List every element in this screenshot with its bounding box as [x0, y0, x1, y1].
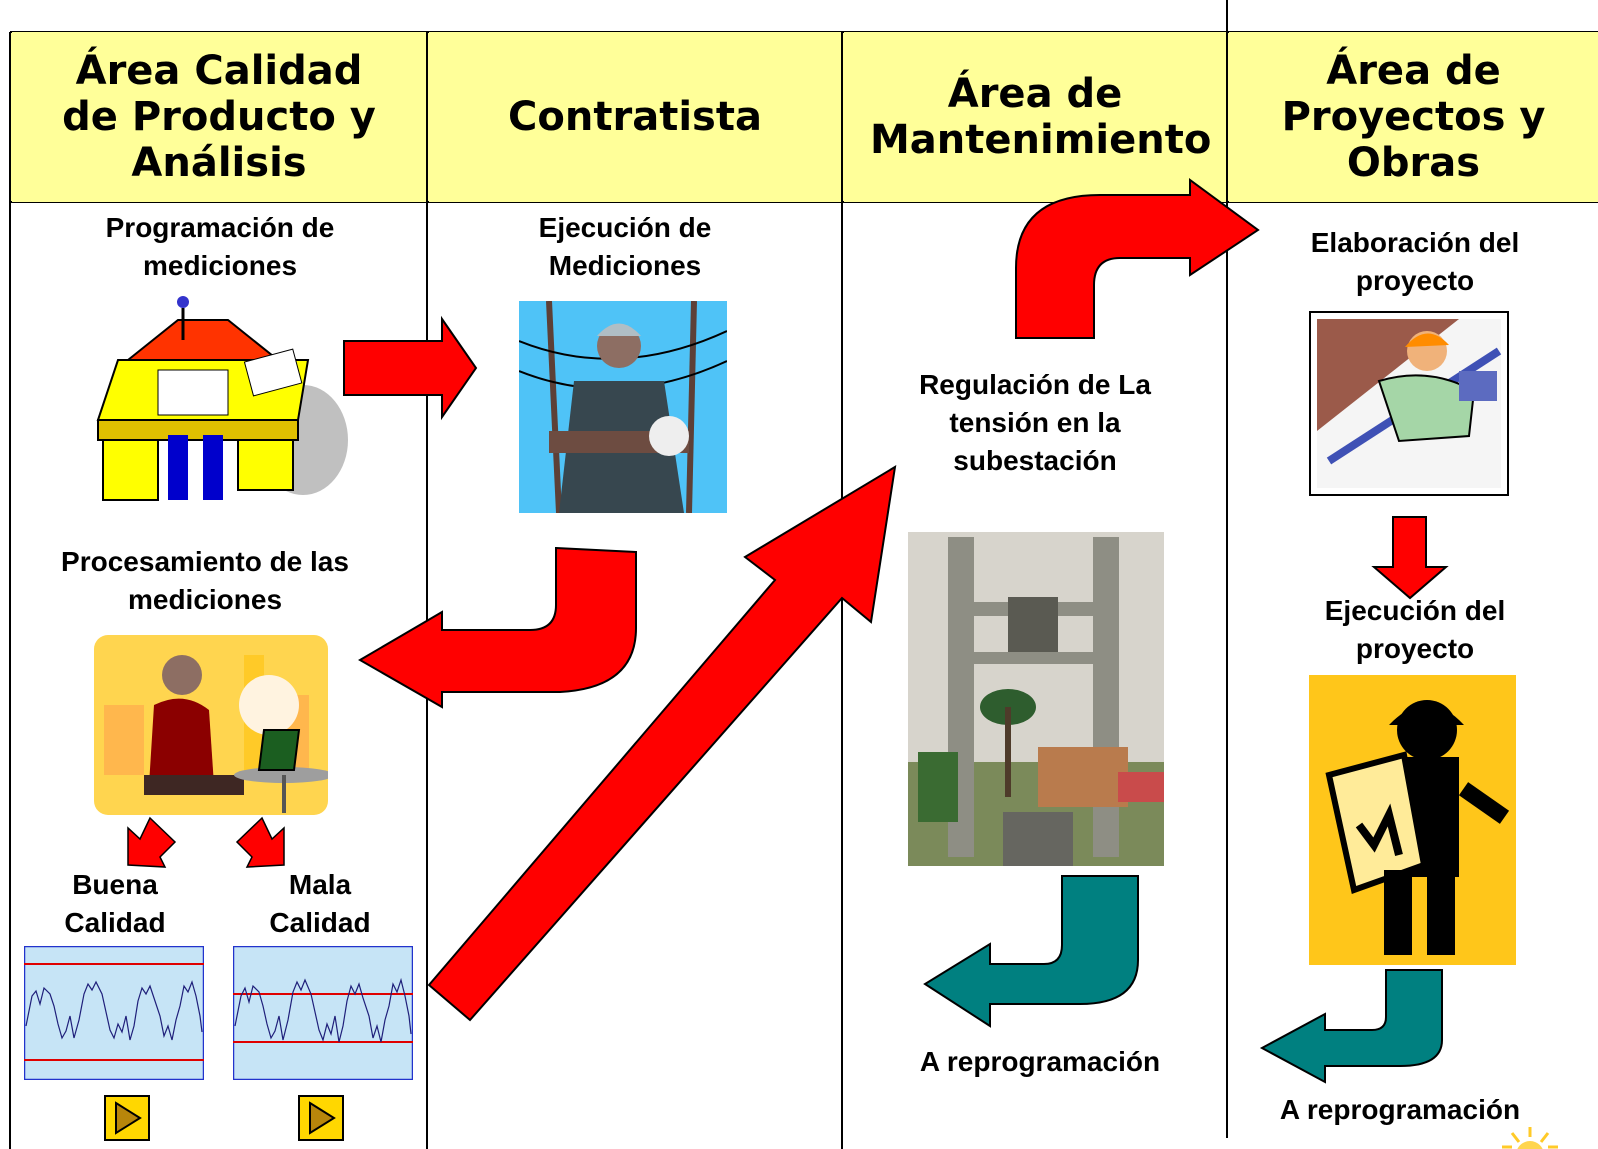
label-reprogramacion-mantenimiento: A reprogramación — [919, 1046, 1161, 1077]
header-mantenimiento-text: Área de Mantenimiento — [870, 71, 1212, 163]
header-proyectos-obras: Área de Proyectos y Obras — [1229, 32, 1598, 202]
label-programacion: Programación de mediciones — [105, 212, 335, 281]
label-reprogramacion-proyectos: A reprogramación — [1279, 1094, 1521, 1125]
desk-clipart — [96, 296, 348, 501]
arrow-curved-left-icon — [358, 546, 637, 709]
header-proyectos-obras-text: Área de Proyectos y Obras — [1281, 48, 1546, 186]
header-contratista-text: Contratista — [508, 94, 762, 140]
header-mantenimiento: Área de Mantenimiento — [844, 32, 1226, 202]
arrow-down-right-icon — [235, 816, 285, 868]
label-elaboracion: Elaboración del proyecto — [1310, 227, 1520, 296]
arrow-diagonal-icon — [427, 465, 897, 1022]
play-button-good[interactable] — [104, 1095, 150, 1141]
label-regulacion: Regulación de La tensión en la subestaci… — [919, 369, 1151, 476]
arrow-curved-right-icon — [1015, 178, 1260, 339]
label-procesamiento: Procesamiento de las mediciones — [61, 546, 349, 615]
header-contratista: Contratista — [429, 32, 841, 202]
good-quality-chart — [24, 946, 204, 1080]
arrow-right-icon — [343, 315, 478, 421]
substation-photo — [908, 532, 1164, 866]
header-calidad-producto: Área Calidad de Producto y Análisis — [12, 32, 426, 202]
label-ejecucion-mediciones: Ejecución de Mediciones — [538, 212, 712, 281]
analyst-clipart — [94, 635, 328, 815]
bad-quality-chart — [233, 946, 413, 1080]
arrow-down-left-icon — [127, 816, 177, 868]
arrow-teal-return-mantenimiento-icon — [923, 875, 1139, 1028]
drafting-engineer-clipart — [1309, 311, 1509, 496]
label-mala-calidad: Mala Calidad — [269, 869, 371, 938]
label-buena-calidad: Buena Calidad — [64, 869, 166, 938]
play-button-bad[interactable] — [298, 1095, 344, 1141]
arrow-down-icon — [1371, 516, 1449, 600]
lineman-clipart — [519, 301, 727, 513]
construction-worker-clipart — [1309, 675, 1516, 965]
sun-logo-icon — [1502, 1127, 1558, 1149]
arrow-teal-return-proyectos-icon — [1259, 969, 1443, 1084]
header-calidad-producto-text: Área Calidad de Producto y Análisis — [62, 48, 376, 186]
label-ejecucion-proyecto: Ejecución del proyecto — [1324, 595, 1506, 664]
